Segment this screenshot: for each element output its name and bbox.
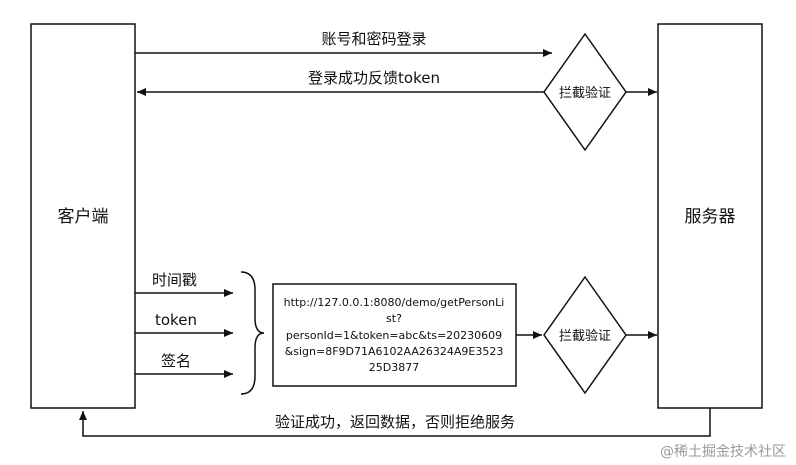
feedback-label: 登录成功反馈token <box>308 69 440 87</box>
watermark: @稀土掘金技术社区 <box>660 444 786 460</box>
request-url-line-1: http://127.0.0.1:8080/demo/getPersonLi <box>284 296 505 309</box>
verify-diamond-bottom <box>543 275 627 395</box>
client-label: 客户端 <box>58 207 109 227</box>
verify-top-label: 拦截验证 <box>559 85 611 101</box>
request-url-line-5: 25D3877 <box>369 361 419 374</box>
token-label: token <box>155 311 197 329</box>
request-url-box <box>272 283 517 387</box>
verify-diamond-top <box>543 32 627 152</box>
login-label: 账号和密码登录 <box>321 30 426 48</box>
request-url-line-3: personId=1&token=abc&ts=20230609 <box>286 329 502 342</box>
server-box <box>657 23 763 409</box>
timestamp-label: 时间戳 <box>152 271 197 289</box>
curly-brace <box>240 271 265 395</box>
request-url-line-2: st? <box>386 312 402 325</box>
request-url-line-4: &sign=8F9D71A6102AA26324A9E3523 <box>285 345 504 358</box>
return-label: 验证成功，返回数据，否则拒绝服务 <box>275 413 515 431</box>
verify-bottom-label: 拦截验证 <box>559 328 611 344</box>
return-arrow <box>79 408 711 437</box>
client-box <box>30 23 136 409</box>
signature-label: 签名 <box>161 352 191 370</box>
server-label: 服务器 <box>685 207 736 227</box>
